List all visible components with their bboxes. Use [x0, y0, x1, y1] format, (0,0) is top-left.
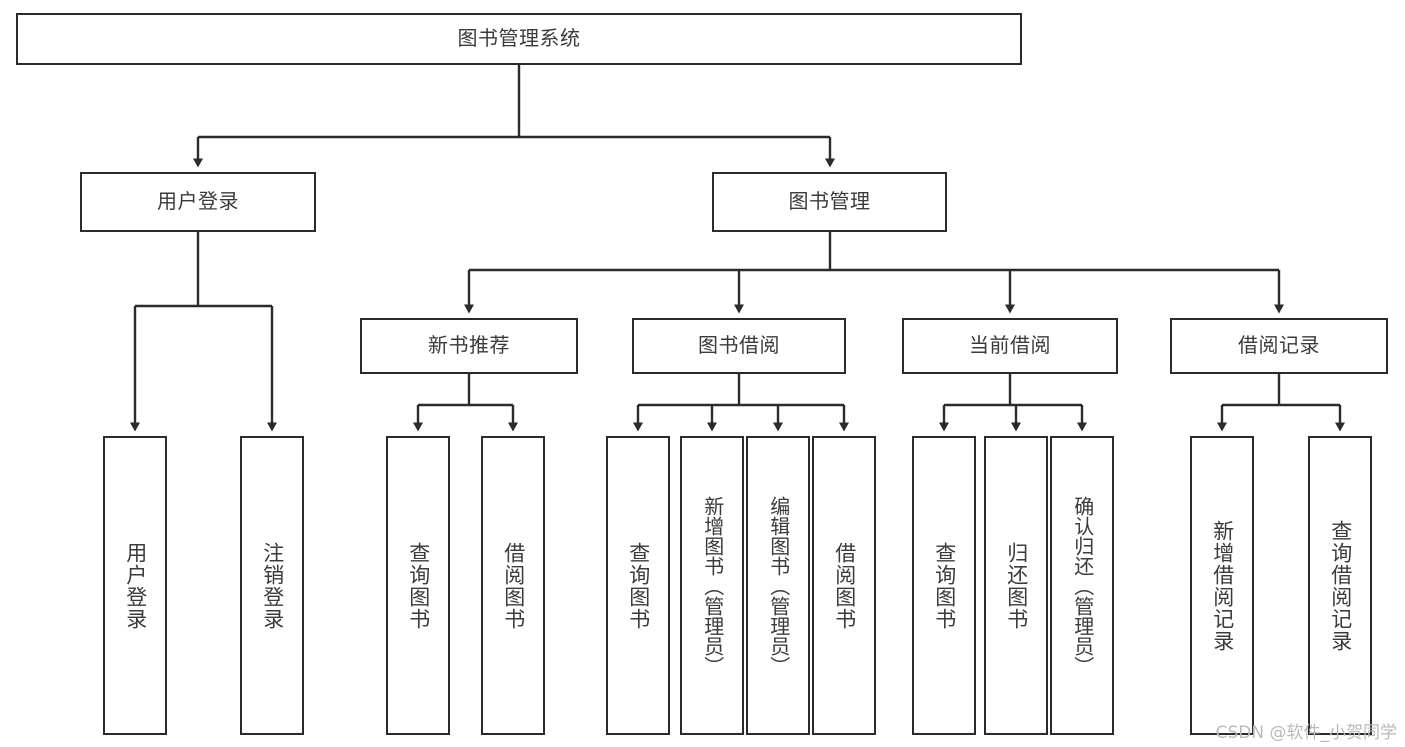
node-new-book-recommend[interactable]: 新书推荐 — [360, 318, 578, 374]
node-label: 图书借阅 — [698, 333, 780, 358]
node-label: 注销登录 — [260, 541, 285, 630]
leaf-logout[interactable]: 注销登录 — [240, 436, 304, 735]
leaf-confirm-return-admin[interactable]: 确认归还（管理员） — [1050, 436, 1114, 735]
node-label: 查询图书 — [406, 541, 431, 630]
node-borrow-record[interactable]: 借阅记录 — [1170, 318, 1388, 374]
node-label: 图书管理 — [788, 189, 871, 214]
node-book-management[interactable]: 图书管理 — [712, 172, 947, 232]
leaf-user-login[interactable]: 用户登录 — [103, 436, 167, 735]
node-current-borrow[interactable]: 当前借阅 — [902, 318, 1118, 374]
node-root[interactable]: 图书管理系统 — [16, 13, 1022, 65]
node-label: 借阅记录 — [1238, 333, 1320, 358]
node-label: 用户登录 — [123, 541, 148, 630]
node-label: 新增借阅记录 — [1210, 519, 1235, 652]
leaf-borrow-book-recommend[interactable]: 借阅图书 — [481, 436, 545, 735]
node-label: 编辑图书（管理员） — [766, 495, 791, 676]
node-label: 查询图书 — [626, 541, 651, 630]
leaf-add-borrow-record[interactable]: 新增借阅记录 — [1190, 436, 1254, 735]
leaf-borrow-book[interactable]: 借阅图书 — [812, 436, 876, 735]
leaf-add-book-admin[interactable]: 新增图书（管理员） — [680, 436, 744, 735]
node-label: 借阅图书 — [832, 541, 857, 630]
node-label: 确认归还（管理员） — [1070, 495, 1095, 676]
node-label: 查询图书 — [932, 541, 957, 630]
leaf-query-book-recommend[interactable]: 查询图书 — [386, 436, 450, 735]
node-label: 新书推荐 — [428, 333, 510, 358]
node-label: 用户登录 — [157, 189, 239, 214]
node-label: 图书管理系统 — [457, 26, 581, 51]
watermark: CSDN @软件_小贺同学 — [1215, 723, 1397, 743]
node-book-borrow[interactable]: 图书借阅 — [632, 318, 846, 374]
node-label: 当前借阅 — [969, 333, 1051, 358]
node-user-login[interactable]: 用户登录 — [80, 172, 316, 232]
node-label: 借阅图书 — [501, 541, 526, 630]
node-label: 归还图书 — [1004, 541, 1029, 630]
leaf-query-book-current[interactable]: 查询图书 — [912, 436, 976, 735]
leaf-edit-book-admin[interactable]: 编辑图书（管理员） — [746, 436, 810, 735]
node-label: 查询借阅记录 — [1328, 519, 1353, 652]
leaf-query-borrow-record[interactable]: 查询借阅记录 — [1308, 436, 1372, 735]
node-label: 新增图书（管理员） — [700, 495, 725, 676]
leaf-query-book-borrow[interactable]: 查询图书 — [606, 436, 670, 735]
leaf-return-book[interactable]: 归还图书 — [984, 436, 1048, 735]
